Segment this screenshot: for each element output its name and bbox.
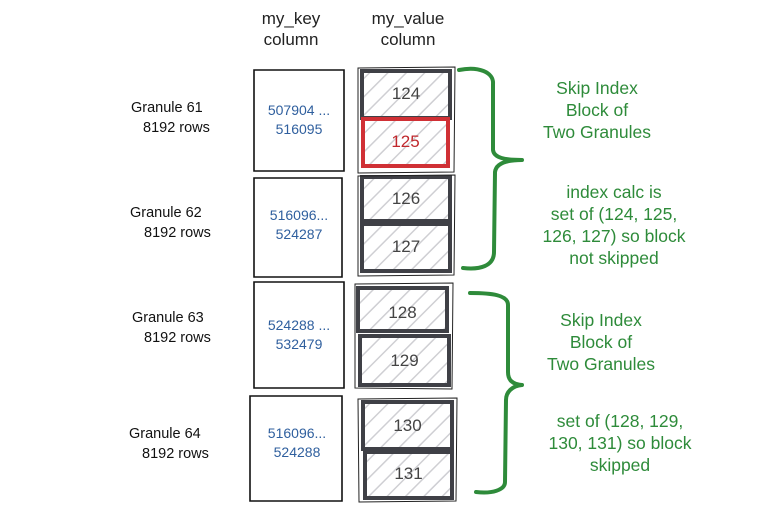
value-group-outlines (354, 66, 458, 503)
value-column-header: my_value column (356, 8, 460, 50)
value-label-127: 127 (391, 237, 421, 256)
key-range-start: 524288 ... (267, 317, 331, 333)
value-label-124: 124 (391, 84, 421, 103)
key-range-64: 516096... 524288 (254, 424, 340, 462)
key-header-line1: my_key (261, 9, 321, 28)
key-range-end: 532479 (275, 336, 323, 352)
granule-label-61: Granule 61 8192 rows (131, 98, 241, 138)
key-range-start: 507904 ... (267, 102, 331, 118)
value-header-line1: my_value (371, 9, 445, 28)
key-box-granule-63 (253, 281, 345, 389)
granule-name: Granule 62 (130, 205, 202, 221)
value-cell-124 (360, 69, 452, 120)
value-cell-129 (358, 334, 451, 387)
granule-rows: 8192 rows (144, 330, 211, 346)
note-line: index calc is (566, 182, 662, 202)
note-block1-title: Skip Index Block of Two Granules (527, 77, 667, 143)
note-block2-calc: set of (128, 129, 130, 131) so block ski… (530, 410, 710, 476)
value-label-126: 126 (391, 189, 421, 208)
value-header-line2: column (380, 30, 436, 49)
note-line: Two Granules (547, 354, 655, 374)
key-range-start: 516096... (269, 207, 329, 223)
note-line: skipped (589, 455, 651, 475)
key-header-line2: column (263, 30, 319, 49)
key-range-63: 524288 ... 532479 (256, 316, 342, 354)
granule-rows: 8192 rows (143, 120, 210, 136)
key-range-end: 524287 (275, 226, 323, 242)
key-range-end: 516095 (275, 121, 323, 137)
key-column-boxes (249, 69, 345, 502)
note-line: Skip Index (560, 310, 642, 330)
key-column-header: my_key column (244, 8, 338, 50)
brace-block-2 (468, 291, 524, 495)
value-cell-131 (363, 450, 454, 500)
note-block1-calc: index calc is set of (124, 125, 126, 127… (524, 181, 704, 269)
value-cell-125-highlighted (361, 117, 450, 168)
key-box-granule-64 (249, 395, 343, 502)
note-line: Skip Index (556, 78, 638, 98)
key-range-end: 524288 (273, 444, 321, 460)
granule-label-62: Granule 62 8192 rows (130, 203, 240, 243)
value-label-129: 129 (390, 351, 419, 370)
value-label-131: 131 (394, 464, 423, 483)
key-range-62: 516096... 524287 (256, 206, 342, 244)
value-cell-127 (360, 222, 452, 273)
key-box-granule-61 (253, 69, 345, 172)
note-line: not skipped (569, 248, 659, 268)
value-cell-128 (356, 286, 449, 333)
note-line: Block of (565, 100, 629, 120)
value-label-130: 130 (393, 416, 422, 435)
key-range-start: 516096... (267, 425, 327, 441)
note-line: Block of (569, 332, 633, 352)
granule-label-63: Granule 63 8192 rows (132, 308, 242, 348)
note-line: set of (128, 129, (556, 411, 684, 431)
value-label-125: 125 (391, 132, 420, 151)
value-cell-126 (360, 175, 452, 223)
note-line: 126, 127) so block (542, 226, 686, 246)
brace-block-1 (457, 66, 524, 271)
granule-rows: 8192 rows (144, 225, 211, 241)
key-box-granule-62 (253, 177, 343, 278)
value-cell-130 (361, 400, 454, 451)
value-column-cells (356, 69, 454, 500)
note-line: set of (124, 125, (550, 204, 678, 224)
value-label-128: 128 (388, 303, 417, 322)
granule-name: Granule 61 (131, 100, 203, 116)
key-range-61: 507904 ... 516095 (256, 101, 342, 139)
granule-name: Granule 63 (132, 310, 204, 326)
note-block2-title: Skip Index Block of Two Granules (531, 309, 671, 375)
note-line: 130, 131) so block (548, 433, 692, 453)
note-line: Two Granules (543, 122, 651, 142)
granule-rows: 8192 rows (142, 446, 209, 462)
granule-name: Granule 64 (129, 426, 201, 442)
granule-label-64: Granule 64 8192 rows (129, 424, 239, 464)
